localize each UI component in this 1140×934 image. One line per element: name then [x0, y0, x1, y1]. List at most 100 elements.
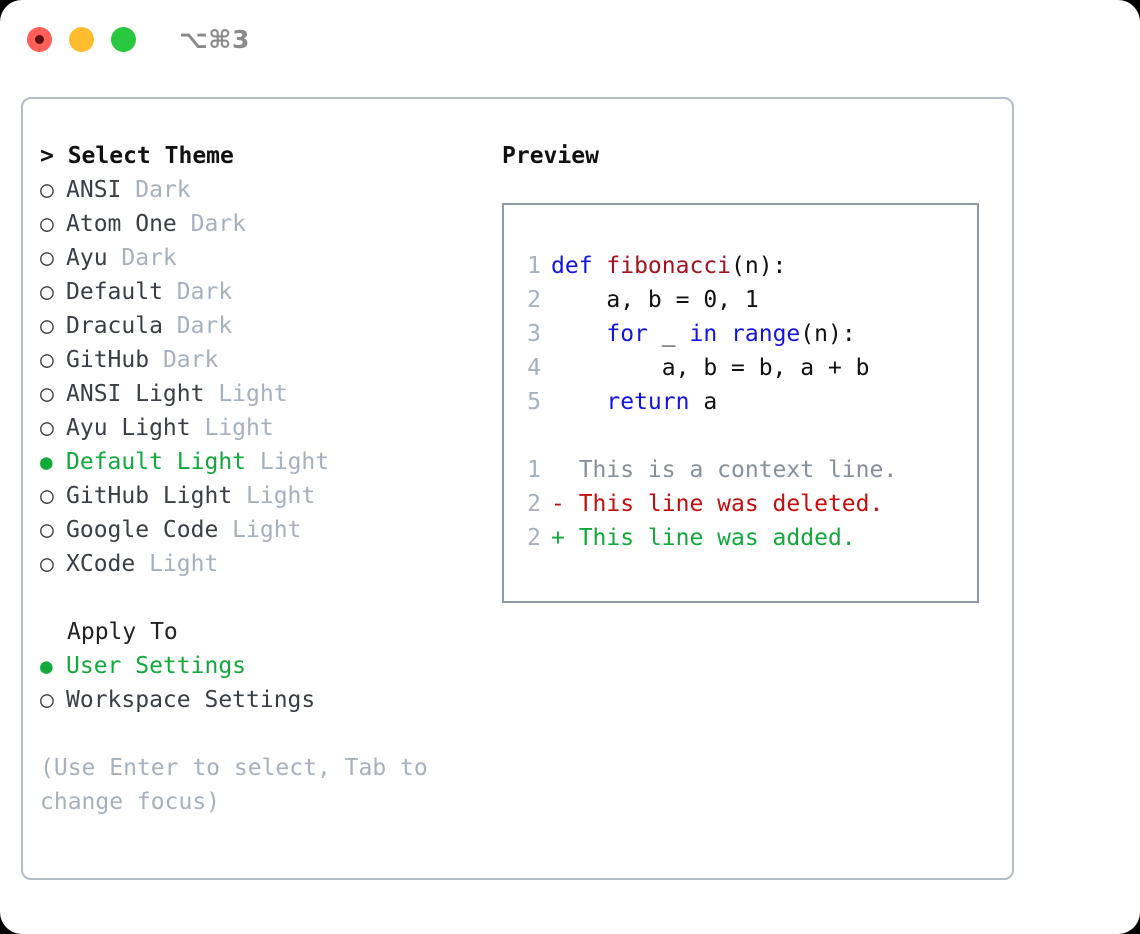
- radio-unselected-icon: ○: [40, 415, 54, 441]
- line-number: 4: [527, 355, 541, 381]
- theme-option-label: Google Code: [66, 517, 233, 543]
- radio-selected-icon: ●: [40, 450, 53, 474]
- theme-option-github-light[interactable]: ○ GitHub Light Light: [40, 479, 483, 513]
- diff-line: 1 This is a context line.: [504, 453, 977, 487]
- theme-option-ansi-light[interactable]: ○ANSI Light Light: [40, 377, 483, 411]
- radio-unselected-icon: ○: [40, 245, 54, 271]
- theme-option-default[interactable]: ○ Default Dark: [40, 275, 483, 309]
- token-fn: fibonacci: [606, 253, 732, 279]
- diff-line-text: + This line was added.: [541, 521, 856, 555]
- apply-to-option-user-settings[interactable]: ● User Settings: [40, 649, 483, 683]
- theme-list: ○ ANSI Dark ○ Atom One Dark ○ Ayu Dark ○ Defaul…: [40, 173, 483, 581]
- theme-option-label: Ayu Light: [66, 415, 205, 441]
- token-plain: [551, 389, 606, 415]
- theme-option-google-code[interactable]: ○ Google Code Light: [40, 513, 483, 547]
- token-plain: _: [647, 321, 690, 347]
- token-plain: (n):: [731, 253, 787, 279]
- keyboard-shortcut-label: ⌥⌘3: [179, 24, 250, 54]
- apply-to-option-workspace-settings[interactable]: ○ Workspace Settings: [40, 683, 483, 717]
- theme-option-variant-tag: Dark: [176, 313, 233, 339]
- code-line: 3 for _ in range(n):: [504, 317, 977, 351]
- token-kw: for: [606, 321, 648, 347]
- code-line-text: for _ in range(n):: [541, 317, 856, 351]
- token-plain: a, b = b, a + b: [551, 355, 870, 381]
- theme-option-variant-tag: Dark: [190, 211, 247, 237]
- line-number: 5: [527, 389, 541, 415]
- apply-to-list: ● User Settings ○ Workspace Settings: [40, 649, 483, 717]
- code-diff-separator: [504, 419, 977, 453]
- token-plain: [551, 321, 606, 347]
- theme-option-variant-tag: Dark: [121, 245, 177, 271]
- minimize-window-button[interactable]: [69, 26, 94, 52]
- diff-line: 2 + This line was added.: [504, 521, 977, 555]
- token-kw: in: [689, 321, 718, 347]
- preview-header: Preview: [502, 143, 599, 169]
- line-number: 1: [527, 253, 541, 279]
- radio-selected-icon: ●: [40, 654, 53, 678]
- theme-option-default-light[interactable]: ●Default Light Light: [40, 445, 483, 479]
- theme-picker-pane: > Select Theme ○ANSI Dark○Atom One Dark○…: [23, 99, 483, 878]
- theme-option-label: XCode: [66, 551, 150, 577]
- apply-to-option-label: User Settings: [66, 653, 247, 679]
- token-ctx: This is a context line.: [551, 457, 898, 483]
- radio-unselected-icon: ○: [40, 211, 54, 237]
- theme-option-variant-tag: Dark: [162, 347, 219, 373]
- theme-option-label: Default: [66, 279, 177, 305]
- token-plain: [717, 321, 731, 347]
- apply-to-label: Apply To: [67, 619, 178, 645]
- radio-unselected-icon: ○: [40, 687, 54, 713]
- theme-option-variant-tag: Dark: [176, 279, 233, 305]
- theme-option-label: Ayu: [66, 245, 122, 271]
- line-number: 2: [527, 491, 541, 517]
- code-line-text: a, b = 0, 1: [541, 283, 758, 317]
- radio-unselected-icon: ○: [40, 551, 54, 577]
- code-line-text: a, b = b, a + b: [541, 351, 870, 385]
- radio-unselected-icon: ○: [40, 177, 54, 203]
- code-line: 5 return a: [504, 385, 977, 419]
- traffic-lights: [27, 26, 136, 52]
- theme-option-label: ANSI: [66, 177, 136, 203]
- radio-unselected-icon: ○: [40, 381, 54, 407]
- token-plain: a: [689, 389, 718, 415]
- code-line-text: return a: [541, 385, 717, 419]
- theme-option-label: GitHub Light: [66, 483, 247, 509]
- diff-sample: 1 This is a context line.2- This line wa…: [504, 453, 977, 555]
- theme-option-github[interactable]: ○GitHub Dark: [40, 343, 483, 377]
- code-line-text: def fibonacci(n):: [541, 249, 786, 283]
- theme-option-variant-tag: Light: [232, 517, 302, 543]
- theme-option-xcode[interactable]: ○ XCode Light: [40, 547, 483, 581]
- code-line: 4 a, b = b, a + b: [504, 351, 977, 385]
- token-plain: (n):: [800, 321, 856, 347]
- close-window-button[interactable]: [27, 26, 52, 52]
- apply-to-option-label: Workspace Settings: [66, 687, 316, 713]
- token-kw: def: [551, 253, 607, 279]
- code-line: 2 a, b = 0, 1: [504, 283, 977, 317]
- list-spacer: [40, 581, 483, 615]
- token-add: + This line was added.: [551, 525, 856, 551]
- line-number: 3: [527, 321, 541, 347]
- token-kw: return: [606, 389, 690, 415]
- radio-unselected-icon: ○: [40, 279, 54, 305]
- theme-option-ayu-light[interactable]: ○Ayu Light Light: [40, 411, 483, 445]
- theme-option-ansi[interactable]: ○ANSI Dark: [40, 173, 483, 207]
- theme-option-variant-tag: Light: [149, 551, 219, 577]
- line-number: 2: [527, 525, 541, 551]
- diff-line: 2- This line was deleted.: [504, 487, 977, 521]
- theme-option-label: Atom One: [66, 211, 191, 237]
- theme-option-ayu[interactable]: ○ Ayu Dark: [40, 241, 483, 275]
- theme-option-atom-one[interactable]: ○ Atom One Dark: [40, 207, 483, 241]
- diff-line-text: This is a context line.: [541, 453, 898, 487]
- theme-option-variant-tag: Light: [218, 381, 288, 407]
- theme-option-label: Dracula: [66, 313, 177, 339]
- theme-option-variant-tag: Light: [246, 483, 316, 509]
- radio-unselected-icon: ○: [40, 517, 54, 543]
- zoom-window-button[interactable]: [111, 26, 136, 52]
- radio-unselected-icon: ○: [40, 483, 54, 509]
- theme-option-dracula[interactable]: ○Dracula Dark: [40, 309, 483, 343]
- token-kw: range: [731, 321, 801, 347]
- theme-option-label: GitHub: [66, 347, 163, 373]
- theme-picker-header: > Select Theme: [40, 143, 234, 169]
